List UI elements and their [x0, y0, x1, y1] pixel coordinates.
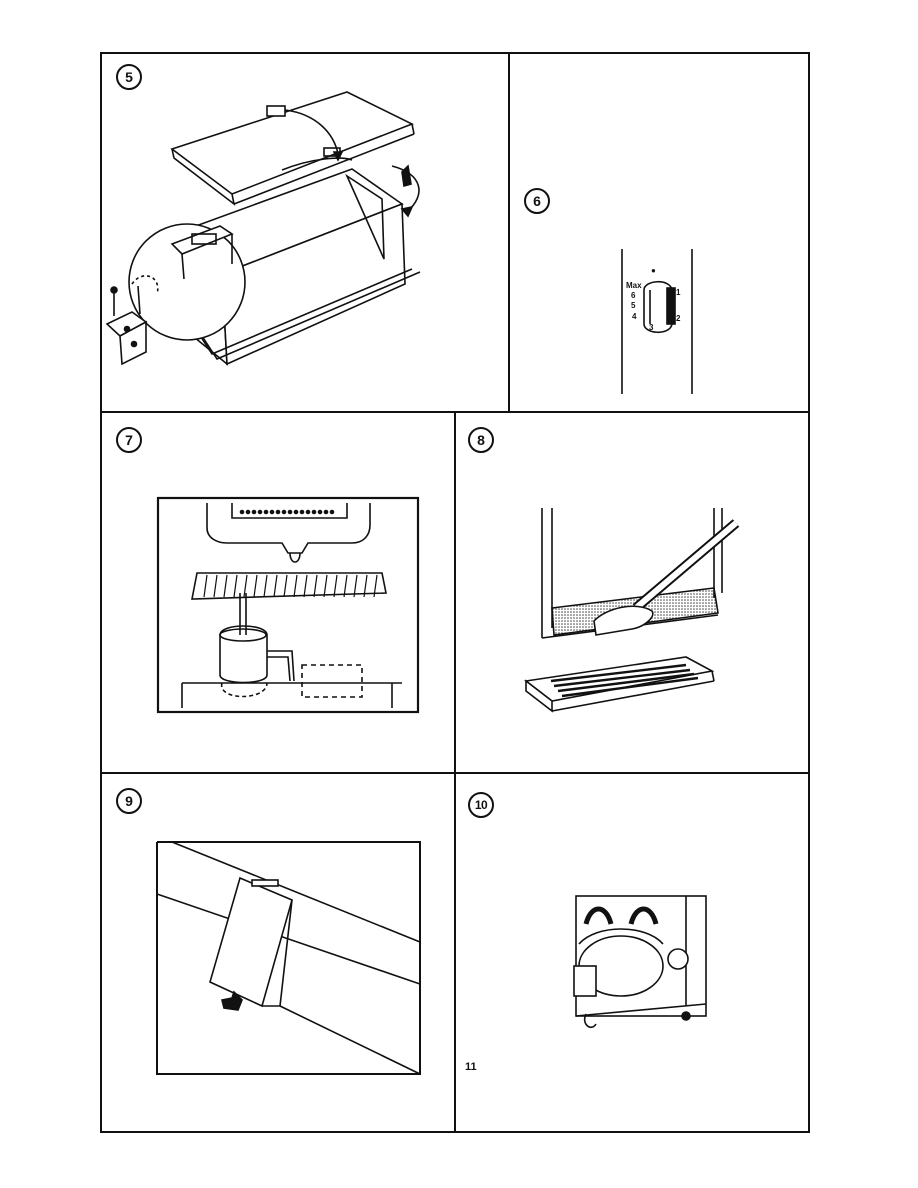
- thermostat-dial-illustration: [510, 54, 808, 411]
- dial-setting-1: 1: [676, 289, 680, 297]
- fridge-interior-illustration: [102, 413, 454, 772]
- panel-9: 9: [102, 774, 454, 1131]
- dial-setting-5: 5: [631, 302, 635, 310]
- compressor-illustration: [456, 774, 808, 1131]
- page-number: 11: [465, 1061, 477, 1073]
- panel-10: 10 11: [456, 774, 808, 1131]
- door-flap-illustration: [102, 774, 454, 1131]
- panel-8: 8: [456, 413, 808, 772]
- freezer-lid-illustration: [102, 54, 508, 411]
- dial-max-label: Max: [626, 282, 642, 290]
- panel-7: 7: [102, 413, 454, 772]
- dial-setting-3: 3: [649, 324, 653, 332]
- panel-5: 5: [102, 54, 508, 411]
- vacuum-grille-illustration: [456, 413, 808, 772]
- dial-setting-4: 4: [632, 313, 636, 321]
- panel-6: 6 ● Max 6 5 4 3 2 1: [510, 54, 808, 411]
- dial-off-symbol: ●: [651, 267, 656, 275]
- dial-setting-2: 2: [676, 315, 680, 323]
- dial-setting-6: 6: [631, 292, 635, 300]
